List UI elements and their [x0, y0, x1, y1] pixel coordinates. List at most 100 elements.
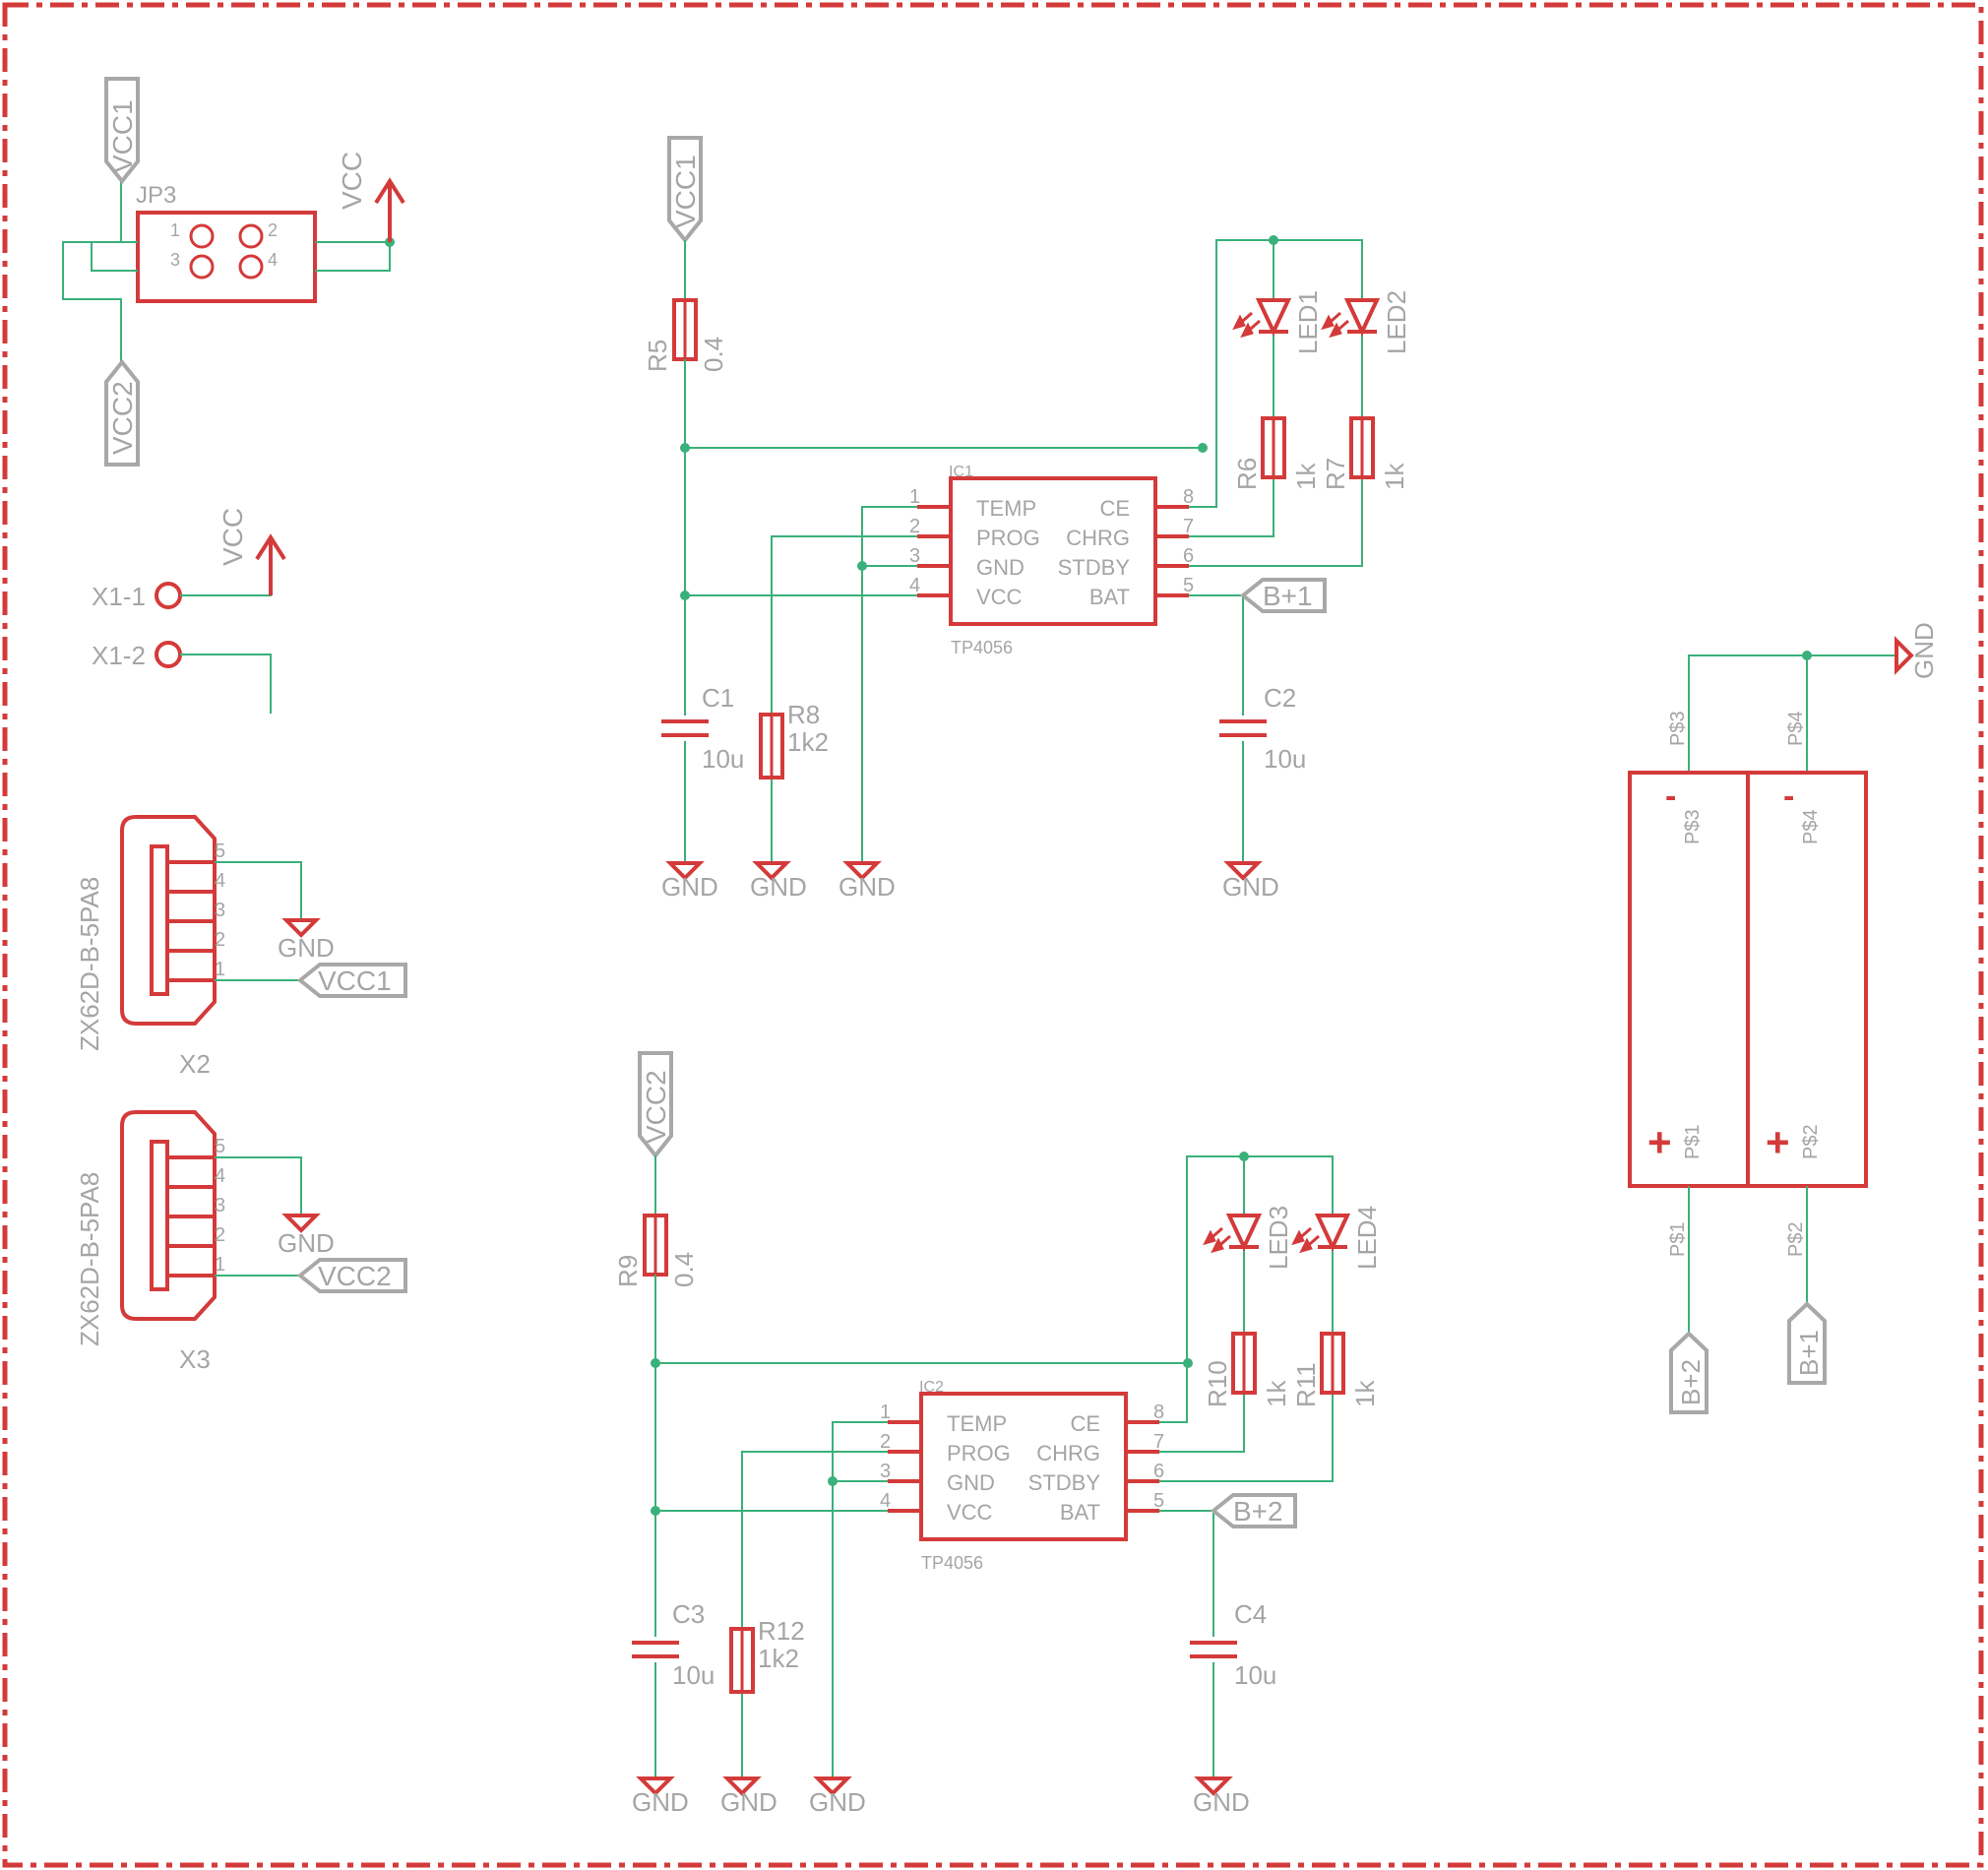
net-label-vcc2-x3: VCC2: [296, 1258, 407, 1293]
svg-text:7: 7: [1153, 1431, 1164, 1453]
svg-text:CE: CE: [1070, 1411, 1100, 1436]
net-label-bplus1-battery: B+1: [1787, 1301, 1827, 1385]
svg-text:6: 6: [1153, 1461, 1164, 1482]
x2-name: X2: [179, 1049, 211, 1079]
svg-text:2: 2: [215, 929, 225, 951]
svg-text:VCC2: VCC2: [641, 1070, 671, 1144]
resistor-r5: R5 0.4: [643, 298, 728, 372]
svg-text:3: 3: [215, 900, 225, 921]
jumper-jp3: JP3 1 2 3 4: [136, 182, 317, 303]
svg-text:C4: C4: [1234, 1599, 1267, 1629]
ic1-tp4056: IC1 TP4056 1 2 3 4 8 7 6 5 TEMP PROG GND…: [909, 464, 1194, 657]
svg-text:GND: GND: [278, 1228, 335, 1258]
net-label-bplus2-battery: B+2: [1669, 1331, 1708, 1414]
svg-text:STDBY: STDBY: [1058, 555, 1131, 580]
led-led1: LED1: [1232, 290, 1323, 354]
gnd-ic2-pin3: GND: [809, 1776, 866, 1817]
svg-text:P$2: P$2: [1800, 1124, 1822, 1159]
svg-text:3: 3: [909, 545, 920, 567]
svg-text:C3: C3: [672, 1599, 705, 1629]
svg-text:4: 4: [215, 870, 225, 892]
svg-text:GND: GND: [809, 1787, 866, 1817]
x3-value: ZX62D-B-5PA8: [75, 1172, 104, 1346]
svg-text:4: 4: [880, 1490, 891, 1512]
ic1-value: TP4056: [951, 638, 1013, 657]
svg-text:C1: C1: [702, 683, 734, 713]
svg-text:PROG: PROG: [947, 1441, 1011, 1465]
svg-text:10u: 10u: [672, 1660, 714, 1690]
gnd-c2: GND: [1222, 861, 1279, 902]
svg-text:BAT: BAT: [1060, 1500, 1100, 1525]
svg-text:0.4: 0.4: [669, 1252, 699, 1287]
svg-text:GND: GND: [632, 1787, 689, 1817]
svg-text:R9: R9: [613, 1255, 643, 1287]
svg-text:2: 2: [215, 1224, 225, 1246]
svg-text:VCC: VCC: [976, 585, 1023, 609]
net-label-vcc2-ic2: VCC2: [638, 1051, 673, 1159]
usb-connector-x3: 5 4 3 2 1 ZX62D-B-5PA8 X3: [75, 1110, 225, 1374]
svg-text:1k: 1k: [1291, 463, 1321, 490]
svg-text:7: 7: [1183, 516, 1194, 537]
resistor-r11: R11 1k: [1291, 1332, 1380, 1407]
svg-text:3: 3: [880, 1461, 891, 1482]
svg-text:P$4: P$4: [1785, 711, 1807, 746]
svg-text:GND: GND: [278, 933, 335, 963]
svg-text:STDBY: STDBY: [1028, 1470, 1101, 1495]
ic2-name: IC2: [919, 1379, 944, 1396]
svg-text:VCC2: VCC2: [318, 1261, 392, 1291]
svg-text:P$1: P$1: [1682, 1124, 1704, 1159]
svg-text:LED2: LED2: [1382, 290, 1411, 354]
svg-text:LED4: LED4: [1352, 1206, 1382, 1270]
led-led3: LED3: [1203, 1206, 1293, 1270]
svg-text:GND: GND: [750, 872, 807, 902]
gnd-battery: GND: [1895, 622, 1939, 679]
gnd-c3: GND: [632, 1776, 689, 1817]
svg-text:R7: R7: [1321, 458, 1350, 490]
svg-text:TEMP: TEMP: [976, 496, 1036, 521]
x3-name: X3: [179, 1344, 211, 1374]
svg-text:VCC: VCC: [947, 1500, 993, 1525]
svg-text:R5: R5: [643, 340, 672, 372]
ic1-name: IC1: [949, 464, 973, 480]
svg-text:GND: GND: [947, 1470, 995, 1495]
capacitor-c2: C2 10u: [1219, 683, 1306, 863]
ic2-value: TP4056: [921, 1553, 983, 1573]
svg-text:4: 4: [215, 1165, 225, 1187]
svg-text:CHRG: CHRG: [1066, 526, 1130, 550]
gnd-r12: GND: [720, 1776, 777, 1817]
net-label-vcc2-jp3: VCC2: [104, 358, 140, 467]
led-led2: LED2: [1321, 290, 1411, 354]
svg-text:1: 1: [880, 1402, 891, 1423]
gnd-x3: GND: [278, 1214, 335, 1258]
svg-text:VCC1: VCC1: [318, 966, 392, 996]
svg-text:10u: 10u: [1234, 1660, 1276, 1690]
svg-text:1: 1: [215, 1254, 225, 1276]
svg-text:+: +: [1766, 1119, 1790, 1165]
svg-text:10u: 10u: [702, 744, 744, 774]
svg-text:8: 8: [1153, 1402, 1164, 1423]
svg-text:1k: 1k: [1380, 463, 1409, 490]
svg-text:VCC: VCC: [217, 508, 248, 566]
jp3-pin3: 3: [170, 250, 180, 270]
gnd-c1: GND: [661, 861, 718, 902]
svg-text:GND: GND: [1222, 872, 1279, 902]
svg-text:P$4: P$4: [1800, 809, 1822, 844]
resistor-r7: R7 1k: [1321, 416, 1409, 490]
svg-text:P$3: P$3: [1682, 809, 1704, 844]
svg-text:BAT: BAT: [1089, 585, 1130, 609]
svg-text:B+2: B+2: [1233, 1496, 1283, 1527]
svg-text:0.4: 0.4: [699, 337, 728, 372]
svg-text:-: -: [1783, 778, 1794, 815]
svg-text:GND: GND: [661, 872, 718, 902]
resistor-r10: R10 1k: [1203, 1332, 1291, 1407]
gnd-r8: GND: [750, 861, 807, 902]
svg-text:2: 2: [880, 1431, 891, 1453]
resistor-r8: R8 1k2: [759, 700, 829, 863]
net-label-vcc1-x2: VCC1: [296, 963, 407, 998]
svg-text:GND: GND: [976, 555, 1025, 580]
net-label-vcc1-jp3: VCC1: [104, 77, 140, 185]
usb-connector-x2: 5 4 3 2 1 ZX62D-B-5PA8 X2: [75, 815, 225, 1079]
svg-text:VCC: VCC: [337, 152, 367, 210]
svg-text:B+1: B+1: [1263, 581, 1313, 611]
